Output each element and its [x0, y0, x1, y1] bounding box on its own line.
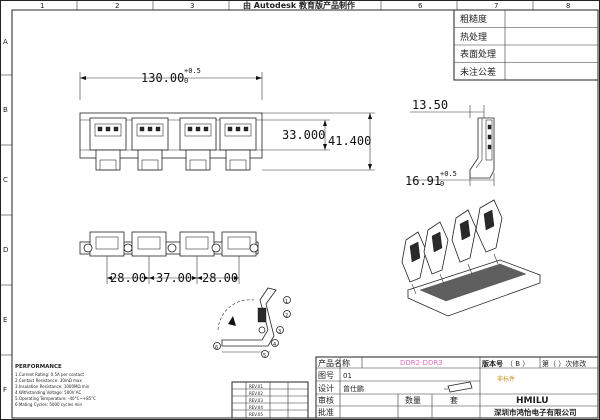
column-header: 1 2 3 由 Autodesk 教育版产品制作 6 7 8: [12, 0, 598, 11]
col-label-7: 7: [494, 2, 498, 10]
row-label-E: E: [3, 316, 7, 324]
part-name-value: DDR2-DDR3: [400, 359, 443, 367]
row-label-F: F: [3, 386, 7, 394]
balloon-2-label: 2: [285, 313, 288, 319]
part-name-label: 产品名称: [318, 358, 350, 368]
balloon-6: [213, 342, 221, 350]
balloon-4: [271, 339, 279, 347]
approve-label: 批准: [318, 407, 334, 417]
company-name: 深圳市鸿怡电子有限公司: [494, 407, 577, 417]
col-label-1: 1: [40, 2, 44, 10]
front-slot-4: [219, 117, 257, 171]
row-label-C: C: [3, 176, 8, 184]
latch-detail-view: 1 2 3 4 5 6: [213, 287, 291, 359]
rev-row-3: REV.03: [249, 398, 263, 403]
performance-notes: PERFORMANCE 1.Current Rating: 0.5A per c…: [15, 364, 96, 407]
row-header: A B C D E F: [0, 38, 12, 394]
note-line-5: 5.Operating Temperature: -40°C~+85°C: [15, 396, 96, 401]
spec-roughness: 粗糙度: [460, 13, 487, 25]
rev-row-4: REV.04: [249, 405, 263, 410]
modification-label: 第（ ）次修改: [542, 359, 586, 368]
dim-side-tol-low: 0: [440, 180, 444, 188]
col-label-2: 2: [115, 2, 119, 10]
iso-slot-1: [401, 231, 427, 283]
revision-value: （ B ）: [506, 360, 529, 368]
dim-pitch-2: 37.00: [156, 271, 192, 285]
spec-surface: 表面处理: [460, 48, 496, 60]
drawing-no-label: 图号: [318, 371, 334, 380]
balloon-5: [261, 350, 269, 358]
check-label: 审核: [318, 395, 334, 405]
col-label-6: 6: [418, 2, 423, 10]
revision-table: REV.01 REV.02 REV.03 REV.04 REV.05: [231, 381, 309, 419]
spec-heat-treatment: 热处理: [460, 31, 487, 43]
dim-height-outer: 41.400: [328, 134, 371, 148]
dim-pitch-1: 28.00: [110, 271, 146, 285]
dim-pitch-3: 28.00: [202, 271, 238, 285]
header-title: 由 Autodesk 教育版产品制作: [243, 0, 355, 10]
design-label: 设计: [318, 383, 334, 393]
dim-height-inner: 33.000: [282, 128, 325, 142]
side-view: 13.50 16.91 +0.5 0: [405, 98, 495, 188]
row-label-B: B: [3, 106, 8, 114]
dim-width-tol-up: +0.5: [184, 67, 201, 75]
title-block: 产品名称 DDR2-DDR3 版本号 （ B ） 第（ ）次修改 图号 01 非…: [315, 356, 599, 419]
design-value: 曾仕鹏: [343, 384, 364, 393]
top-slot-2: [131, 231, 167, 257]
notes-heading: PERFORMANCE: [15, 364, 62, 370]
balloon-4-label: 4: [273, 342, 276, 348]
col-label-8: 8: [566, 2, 570, 10]
unit-label: 套: [450, 395, 458, 405]
balloon-3-label: 3: [278, 329, 281, 335]
quantity-label: 数量: [405, 395, 421, 405]
iso-slot-3: [451, 209, 477, 263]
front-slot-3: [179, 117, 217, 171]
top-slot-3: [179, 231, 215, 257]
front-slot-2: [131, 117, 169, 171]
dim-width-main: 130.00: [141, 71, 184, 85]
revision-label: 版本号: [482, 359, 503, 368]
col-label-3: 3: [190, 2, 194, 10]
brand-name: HMILU: [516, 396, 549, 406]
drawing-no-value: 01: [343, 372, 352, 380]
dim-width-tol-low: 0: [184, 77, 188, 85]
top-slot-4: [221, 231, 257, 257]
rev-row-5: REV.05: [249, 412, 263, 417]
top-slot-1: [89, 231, 125, 257]
balloon-5-label: 5: [263, 353, 266, 359]
note-line-1: 1.Current Rating: 0.5A per contact: [15, 372, 84, 377]
dim-side-bottom: 16.91: [405, 174, 441, 188]
isometric-view: [401, 199, 542, 317]
balloon-2: [283, 310, 291, 318]
note-line-6: 6.Mating Cycles: 5000 cycles min: [15, 402, 83, 407]
rev-row-1: REV.01: [249, 384, 263, 389]
iso-slot-4: [475, 199, 503, 253]
balloon-1: [283, 296, 291, 304]
balloon-1-label: 1: [285, 299, 288, 305]
dim-side-tol-up: +0.5: [440, 170, 457, 178]
balloon-6-label: 6: [215, 345, 218, 351]
spec-tolerance: 未注公差: [460, 66, 496, 78]
note-line-2: 2.Contact Resistance: 30mΩ max: [15, 378, 82, 383]
dim-side-top: 13.50: [412, 98, 448, 112]
material-value: 非标件: [497, 375, 515, 383]
front-slot-1: [89, 117, 127, 171]
top-view: 28.00 37.00 28.00: [79, 231, 259, 285]
balloon-3: [276, 326, 284, 334]
pen-icon: [444, 381, 473, 393]
front-view: 130.00 +0.5 0: [79, 67, 375, 171]
rev-row-2: REV.02: [249, 391, 263, 396]
spec-table: 粗糙度 热处理 表面处理 未注公差: [453, 9, 599, 81]
iso-slot-2: [423, 221, 449, 275]
note-line-4: 4.Withstanding Voltage: 500V AC: [15, 390, 81, 395]
note-line-3: 3.Insulation Resistance: 1000MΩ min: [15, 384, 90, 389]
row-label-D: D: [3, 246, 8, 254]
row-label-A: A: [3, 38, 8, 46]
